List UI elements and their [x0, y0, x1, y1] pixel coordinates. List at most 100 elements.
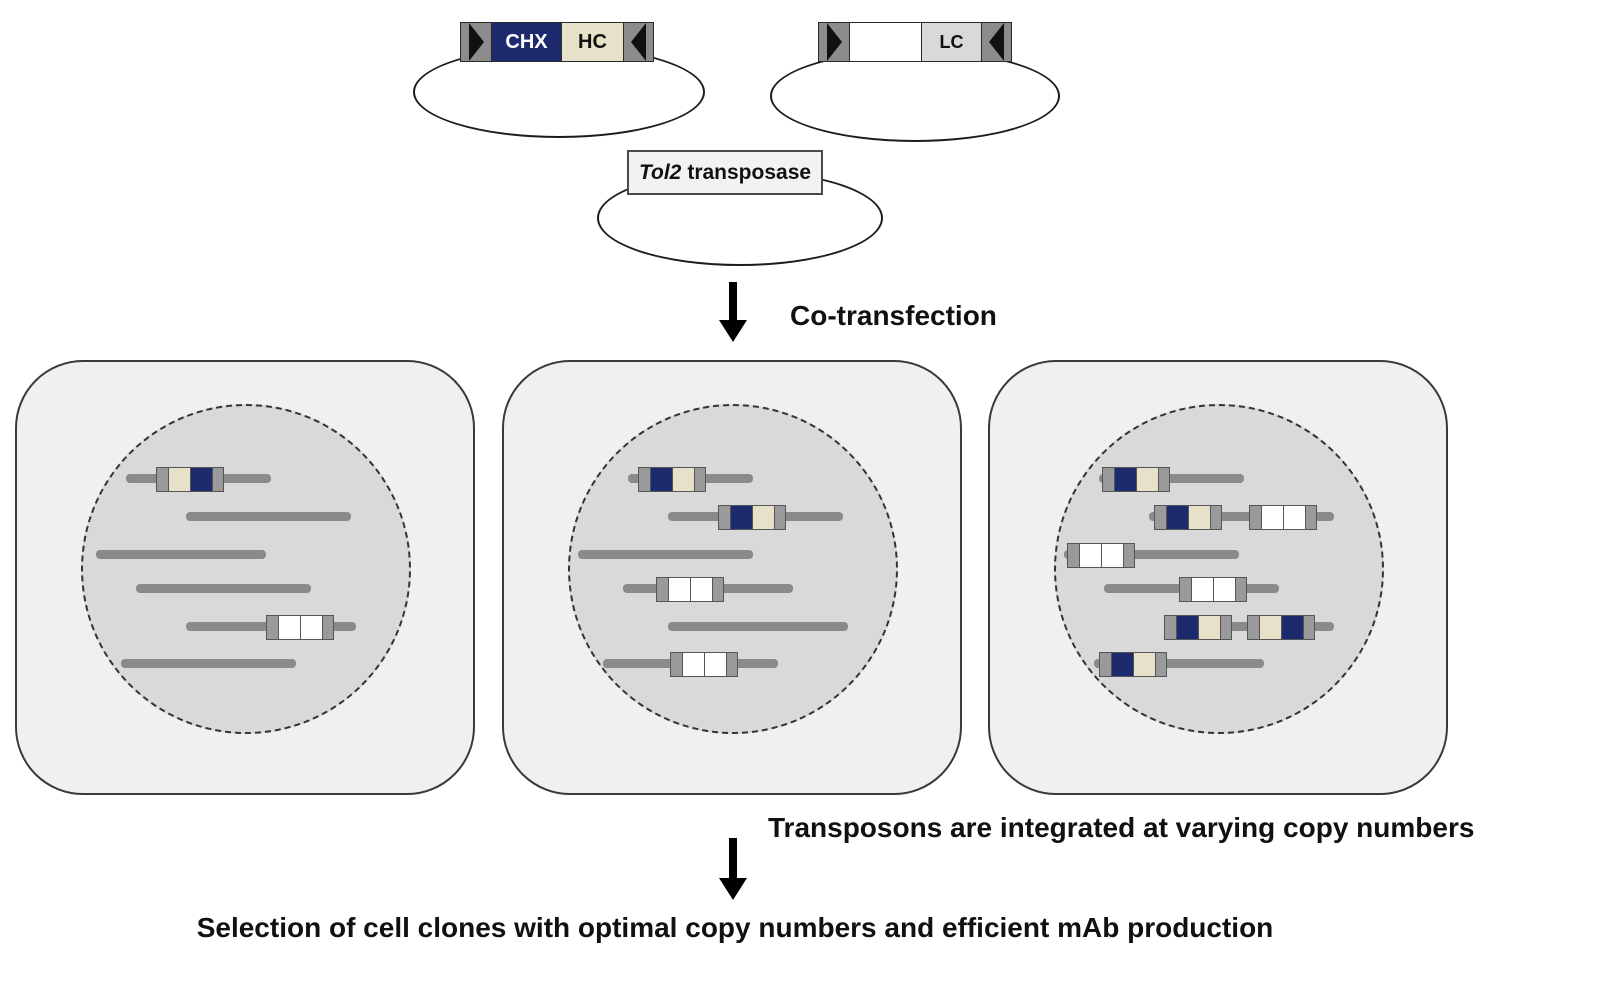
transposon-cassette-hc: [1099, 652, 1167, 677]
cassette-segment-white: [1213, 578, 1235, 601]
cassette-segment-white: [1101, 544, 1123, 567]
cassette-end-cap: [694, 468, 705, 491]
cell-low-copy: [15, 360, 475, 795]
arrow-shaft: [729, 838, 737, 878]
cell-high-copy: [988, 360, 1448, 795]
cassette-segment-beige: [1188, 506, 1210, 529]
cassette-segment-white: [682, 653, 704, 676]
cassette-end-cap: [212, 468, 223, 491]
cassette-segment-navy: [1281, 616, 1303, 639]
cassette-segment-white: [704, 653, 726, 676]
cassette-end-cap: [1123, 544, 1134, 567]
cassette-end-cap: [1305, 506, 1316, 529]
nucleus: [568, 404, 898, 734]
cassette-segment-navy: [1176, 616, 1198, 639]
cassette-segment-beige: [672, 468, 694, 491]
cassette-segment-white: [278, 616, 300, 639]
cassette-end-cap: [1220, 616, 1231, 639]
cassette-end-cap: [657, 578, 668, 601]
cassette-end-cap: [1158, 468, 1169, 491]
cassette-end-cap: [1303, 616, 1314, 639]
transposon-cassette-hc: [1102, 467, 1170, 492]
arrow-head: [719, 320, 747, 342]
transposase-gene-box: Tol2 transposase: [627, 150, 823, 195]
tol2-itr-left-icon: [461, 23, 491, 61]
lc-expression-cassette: LC: [818, 22, 1012, 62]
transposon-cassette-lc: [656, 577, 724, 602]
chromosome: [1094, 659, 1264, 668]
tol2-itr-right-icon: [623, 23, 653, 61]
cassette-end-cap: [1180, 578, 1191, 601]
chromosome: [1149, 512, 1334, 521]
cassette-end-cap: [1103, 468, 1114, 491]
transposon-cassette-lc: [1179, 577, 1247, 602]
cassette-segment-beige: [168, 468, 190, 491]
cassette-segment-navy: [190, 468, 212, 491]
chromosome: [668, 622, 848, 631]
selection-caption: Selection of cell clones with optimal co…: [196, 912, 1274, 943]
cassette-end-cap: [1155, 653, 1166, 676]
transposon-cassette-hc_rev: [156, 467, 224, 492]
transposon-cassette-hc: [1164, 615, 1232, 640]
nucleus: [81, 404, 411, 734]
tol2-name-label: Tol2: [638, 160, 682, 184]
cassette-end-cap: [774, 506, 785, 529]
cassette-segment-navy: [1166, 506, 1188, 529]
cassette-end-cap: [1100, 653, 1111, 676]
nucleus: [1054, 404, 1384, 734]
transposase-name-label: transposase: [687, 160, 812, 184]
chromosome: [1064, 550, 1239, 559]
cassette-end-cap: [1068, 544, 1079, 567]
cassette-end-cap: [726, 653, 737, 676]
cassette-end-cap: [1248, 616, 1259, 639]
cassette-end-cap: [1210, 506, 1221, 529]
cassette-segment-white: [668, 578, 690, 601]
cassette-end-cap: [1165, 616, 1176, 639]
chromosome: [578, 550, 753, 559]
cassette-segment-navy: [1111, 653, 1133, 676]
cassette-segment-beige: [1133, 653, 1155, 676]
chromosome: [186, 512, 351, 521]
cassette-end-cap: [157, 468, 168, 491]
arrow-shaft: [729, 282, 737, 320]
cassette-segment-beige: [752, 506, 774, 529]
hc-label: HC: [578, 30, 607, 53]
cassette-end-cap: [671, 653, 682, 676]
cassette-segment-navy: [730, 506, 752, 529]
cotransfection-arrow-icon: [718, 282, 748, 342]
chromosome: [121, 659, 296, 668]
cassette-end-cap: [1155, 506, 1166, 529]
transposon-cassette-lc: [1067, 543, 1135, 568]
cassette-end-cap: [719, 506, 730, 529]
hc-gene-box: HC: [561, 23, 623, 61]
cassette-segment-white: [1283, 506, 1305, 529]
lc-label: LC: [939, 31, 964, 52]
cassette-segment-beige: [1259, 616, 1281, 639]
chx-marker-box: CHX: [491, 23, 561, 61]
cassette-end-cap: [267, 616, 278, 639]
cassette-segment-white: [1079, 544, 1101, 567]
integration-label: Transposons are integrated at varying co…: [768, 812, 1475, 843]
arrowhead-right-icon: [468, 23, 484, 61]
cotransfection-label: Co-transfection: [790, 300, 997, 331]
cassette-end-cap: [322, 616, 333, 639]
arrowhead-right-icon: [826, 23, 842, 61]
cassette-end-cap: [1250, 506, 1261, 529]
tol2-itr-left-icon: [819, 23, 849, 61]
hc-expression-cassette: CHX HC: [460, 22, 654, 62]
cassette-end-cap: [1235, 578, 1246, 601]
transposon-cassette-hc: [1154, 505, 1222, 530]
cassette-segment-white: [1191, 578, 1213, 601]
cassette-segment-navy: [650, 468, 672, 491]
cassette-end-cap: [639, 468, 650, 491]
lc-gene-box: LC: [921, 23, 981, 61]
chromosome: [136, 584, 311, 593]
transposon-cassette-lc: [670, 652, 738, 677]
chx-label: CHX: [505, 30, 548, 53]
transposon-cassette-hc_rev: [1247, 615, 1315, 640]
selection-arrow-icon: [718, 838, 748, 900]
empty-box: [849, 23, 921, 61]
transposon-cassette-lc: [1249, 505, 1317, 530]
lc-plasmid-backbone: [770, 50, 1060, 142]
